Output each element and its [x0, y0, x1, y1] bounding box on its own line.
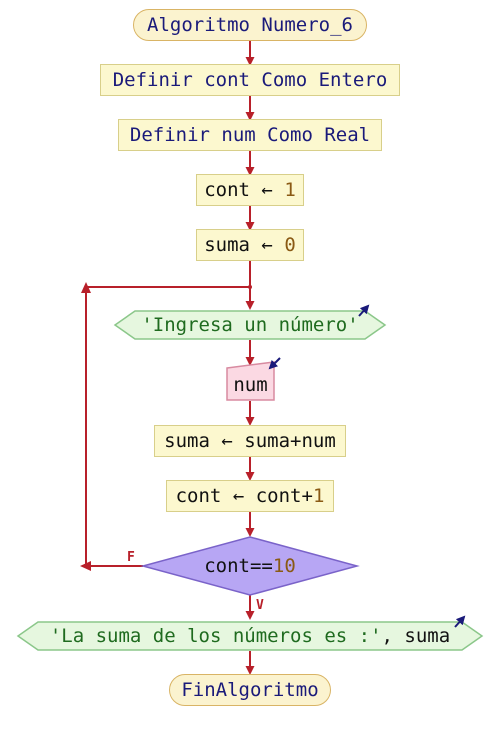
output-1-text: 'Ingresa un número' — [115, 311, 385, 339]
decision-expr: cont== — [204, 555, 273, 577]
decision-value: 10 — [272, 555, 296, 577]
step-cont-arrow: ← — [232, 485, 245, 507]
start-label: Algoritmo Numero_6 — [147, 14, 353, 36]
input-label: num — [233, 374, 268, 396]
define-cont-block: Definir cont Como Entero — [100, 64, 400, 96]
define-cont-label: Definir cont Como Entero — [112, 69, 388, 91]
output-2-string: 'La suma de los números es :' — [49, 625, 382, 647]
false-label: F — [127, 550, 135, 565]
output-1-label: 'Ingresa un número' — [141, 314, 359, 336]
loop-top-arrowhead — [81, 282, 91, 293]
assign-cont-var: cont — [204, 179, 250, 201]
step-suma-var: suma — [164, 430, 210, 452]
decision-text: cont==10 — [143, 550, 357, 582]
input-text: num — [227, 370, 274, 400]
loop-join-dot — [248, 285, 252, 289]
step-cont-var: cont — [175, 485, 222, 507]
define-num-label: Definir num Como Real — [129, 124, 371, 146]
assign-suma-value: 0 — [284, 234, 296, 256]
assign-cont-value: 1 — [284, 179, 296, 201]
input-shape — [226, 361, 275, 401]
define-num-block: Definir num Como Real — [118, 119, 382, 151]
assign-suma-arrow: ← — [261, 234, 273, 256]
loop-back-arrowhead — [80, 561, 91, 571]
output-2-text: 'La suma de los números es :', suma — [18, 622, 482, 650]
end-terminal: FinAlgoritmo — [169, 674, 331, 706]
decision-diamond — [140, 536, 360, 596]
assign-suma-var: suma — [204, 234, 250, 256]
output-arrow-icon — [358, 304, 370, 317]
assign-cont-arrow: ← — [261, 179, 273, 201]
step-cont-expr: cont+ — [255, 485, 313, 507]
input-arrow-icon — [268, 357, 281, 370]
end-label: FinAlgoritmo — [181, 679, 319, 701]
start-terminal: Algoritmo Numero_6 — [133, 9, 367, 41]
output-2-rest: , suma — [381, 625, 451, 647]
step-suma-arrow: ← — [221, 430, 233, 452]
assign-suma-block: suma ← 0 — [196, 229, 304, 261]
step-suma-block: suma ← suma+num — [154, 425, 346, 457]
step-cont-number: 1 — [312, 485, 325, 507]
true-label: V — [256, 598, 264, 613]
step-cont-block: cont ← cont+1 — [166, 480, 334, 512]
assign-cont-block: cont ← 1 — [196, 174, 304, 206]
loop-back-connector — [85, 286, 250, 567]
output2-arrow-icon — [454, 615, 466, 628]
step-suma-expr: suma+num — [244, 430, 336, 452]
